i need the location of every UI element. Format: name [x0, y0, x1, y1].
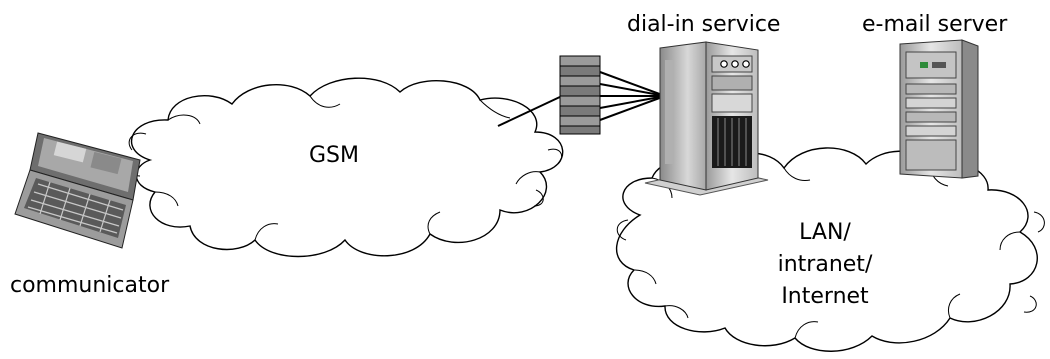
gsm-label: GSM — [309, 143, 359, 168]
lan-label-line1: LAN/ — [799, 220, 851, 245]
server-tower-icon — [899, 39, 979, 179]
communicator-label: communicator — [10, 273, 170, 298]
modem-bank-icon — [559, 55, 601, 135]
lan-cloud — [616, 147, 1045, 352]
dial-in-service-label: dial-in service — [627, 12, 781, 37]
email-server-label: e-mail server — [862, 12, 1008, 37]
lan-label-line3: Internet — [781, 284, 869, 309]
lan-label-line2: intranet/ — [777, 252, 873, 277]
gsm-link-line — [497, 95, 563, 127]
modem-link-lines — [599, 71, 666, 121]
lan-label: LAN/ intranet/ Internet — [770, 217, 880, 313]
communicator-device-icon — [14, 132, 141, 249]
gsm-cloud — [128, 77, 564, 258]
server-tower-icon — [644, 41, 769, 196]
